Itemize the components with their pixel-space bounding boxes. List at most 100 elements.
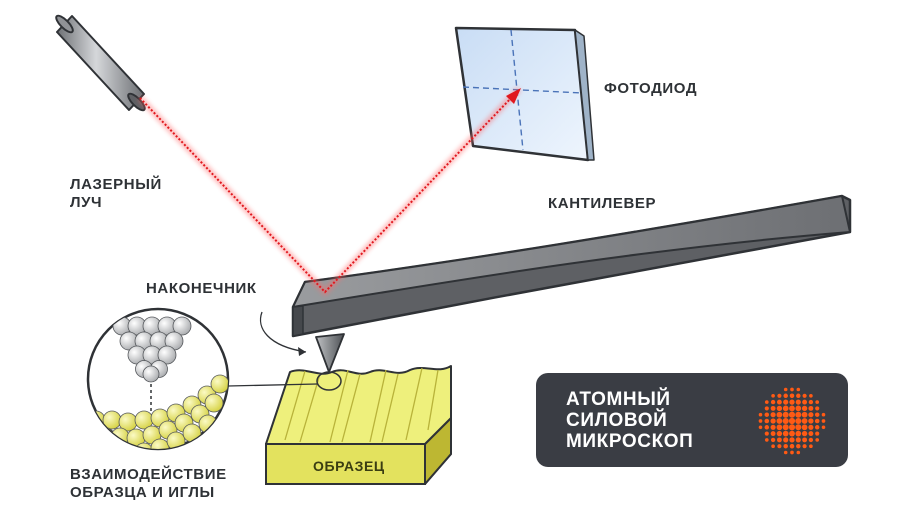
logo-dot bbox=[814, 418, 820, 424]
logo-dot bbox=[764, 438, 769, 442]
logo-dot bbox=[801, 430, 808, 437]
logo-dot bbox=[789, 437, 795, 443]
photodiode-label: ФОТОДИОД bbox=[604, 80, 698, 97]
logo-dot bbox=[776, 399, 782, 405]
logo-dot bbox=[776, 437, 782, 443]
cantilever bbox=[291, 194, 852, 338]
logo-dot bbox=[814, 425, 820, 430]
logo-dot bbox=[795, 411, 802, 418]
logo-dot bbox=[789, 399, 795, 405]
logo-dot bbox=[809, 393, 813, 398]
logo-dot bbox=[808, 437, 814, 443]
logo-dot bbox=[776, 411, 783, 418]
laser-source bbox=[55, 14, 146, 112]
logo-dot bbox=[788, 417, 796, 425]
callout-arrow-icon bbox=[298, 347, 306, 356]
logo-dot bbox=[815, 438, 820, 442]
logo-dot bbox=[808, 431, 814, 437]
logo-dot bbox=[801, 411, 808, 418]
logo-dot bbox=[801, 424, 808, 431]
logo-dot bbox=[808, 405, 814, 411]
logo-dot bbox=[815, 400, 820, 404]
logo-dot bbox=[814, 412, 820, 417]
logo-dot bbox=[770, 424, 776, 430]
logo-dot bbox=[770, 399, 776, 405]
logo-dot bbox=[821, 412, 826, 417]
logo-dot bbox=[801, 418, 808, 424]
logo-dot bbox=[802, 444, 807, 449]
logo-dot bbox=[776, 418, 783, 424]
logo-dot bbox=[782, 411, 789, 418]
sample-label: ОБРАЗЕЦ bbox=[313, 458, 385, 474]
logo-dot bbox=[790, 387, 794, 392]
logo-dot bbox=[771, 444, 775, 449]
tip-label: НАКОНЕЧНИК bbox=[146, 280, 257, 297]
logo-dot bbox=[777, 444, 782, 449]
logo-dot bbox=[789, 405, 795, 412]
logo-dot bbox=[764, 425, 770, 430]
magnifier-connector-line bbox=[227, 383, 318, 387]
logo-dot bbox=[770, 412, 776, 418]
logo-dot bbox=[808, 424, 814, 430]
logo-dot bbox=[795, 399, 801, 405]
logo-dot bbox=[764, 412, 770, 417]
logo-dot bbox=[758, 425, 763, 430]
logo-dot bbox=[783, 393, 788, 399]
logo-dot bbox=[808, 418, 814, 424]
logo-dot bbox=[770, 405, 776, 411]
logo-dot bbox=[815, 431, 820, 436]
logo-dot bbox=[783, 443, 788, 449]
logo-dot bbox=[802, 437, 808, 443]
logo-dot bbox=[802, 393, 807, 398]
sample-block bbox=[265, 365, 452, 485]
interaction-magnifier bbox=[86, 307, 230, 451]
logo-dot bbox=[821, 419, 826, 423]
logo-dot bbox=[770, 418, 776, 424]
logo-dot bbox=[776, 430, 783, 437]
tip-callout-line bbox=[260, 311, 307, 353]
logo-dot bbox=[783, 399, 789, 405]
logo-dot bbox=[782, 405, 789, 412]
logo-dot bbox=[815, 406, 820, 411]
logo-dot bbox=[788, 411, 796, 418]
logo-dot bbox=[782, 424, 789, 431]
logo-dot bbox=[770, 431, 776, 437]
logo-dot bbox=[801, 405, 808, 412]
laser-beam-label: ЛАЗЕРНЫЙ ЛУЧ bbox=[70, 176, 162, 211]
logo-dot bbox=[795, 424, 802, 431]
logo-dot bbox=[796, 393, 801, 399]
logo-dot bbox=[802, 399, 808, 405]
logo-dot bbox=[783, 450, 788, 455]
logo-dot bbox=[758, 412, 763, 417]
logo-dot bbox=[776, 424, 783, 431]
logo-dot bbox=[776, 405, 783, 412]
photodiode bbox=[454, 26, 595, 162]
logo-dot bbox=[795, 405, 802, 412]
laser-beam bbox=[137, 86, 522, 297]
logo-dot bbox=[796, 443, 801, 449]
logo-dot bbox=[782, 417, 789, 425]
logo-dot bbox=[764, 400, 769, 404]
logo-dot bbox=[758, 419, 763, 423]
logo-dot bbox=[783, 437, 789, 443]
logo-dot bbox=[790, 450, 794, 455]
logo-dot bbox=[764, 431, 769, 436]
orange-sphere-logo-icon bbox=[758, 387, 826, 455]
logo-dot bbox=[809, 444, 813, 449]
logo-dot bbox=[796, 387, 801, 392]
logo-dot bbox=[808, 399, 814, 405]
afm-title-badge: АТОМНЫЙ СИЛОВОЙ МИКРОСКОП bbox=[536, 373, 848, 467]
logo-dot bbox=[788, 424, 796, 431]
logo-dot bbox=[783, 387, 788, 392]
cantilever-label: КАНТИЛЕВЕР bbox=[548, 195, 657, 212]
logo-dot bbox=[795, 417, 802, 425]
logo-dot bbox=[808, 412, 814, 418]
logo-dot bbox=[771, 393, 775, 398]
logo-dot bbox=[764, 418, 770, 424]
logo-dot bbox=[789, 430, 795, 437]
badge-title: АТОМНЫЙ СИЛОВОЙ МИКРОСКОП bbox=[566, 389, 694, 452]
logo-dot bbox=[789, 443, 795, 449]
logo-dot bbox=[795, 437, 801, 443]
logo-dot bbox=[821, 425, 826, 430]
